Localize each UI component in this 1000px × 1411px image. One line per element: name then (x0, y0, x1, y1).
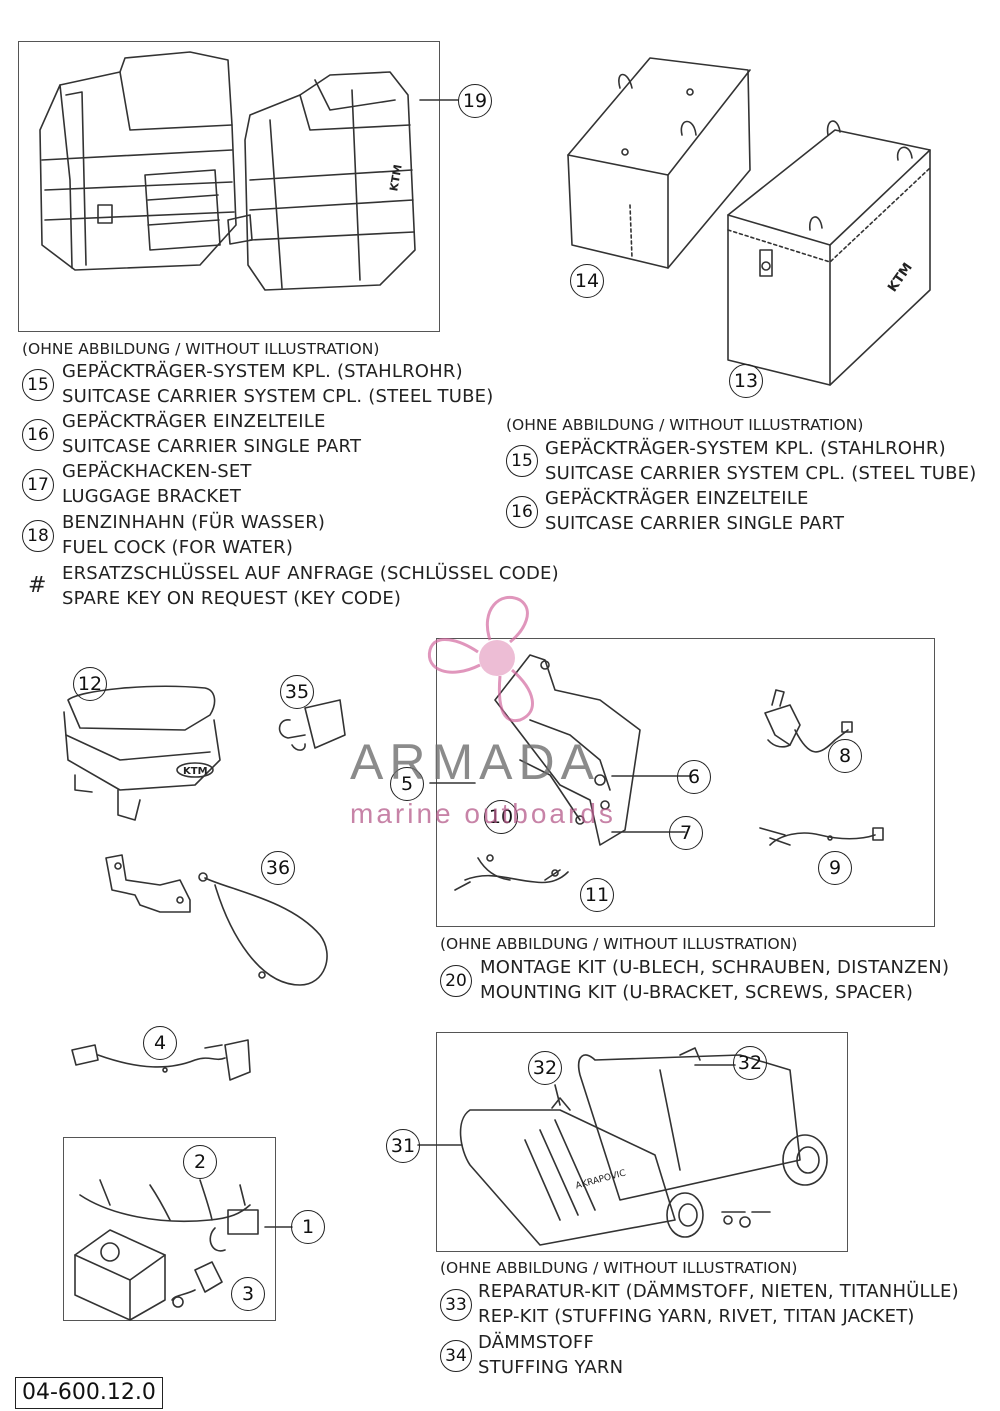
callout-8: 8 (828, 739, 862, 773)
legend-exhaust-en-2: STUFFING YARN (478, 1357, 624, 1378)
wire-harness-9 (759, 827, 884, 846)
legend-left-num-4: 18 (22, 520, 54, 552)
legend-right-de-2: GEPÄCKTRÄGER EINZELTEILE (545, 488, 809, 509)
plastic-pannier-right (227, 71, 416, 291)
legend-left-en-4: FUEL COCK (FOR WATER) (62, 537, 294, 558)
legend-right-de-1: GEPÄCKTRÄGER-SYSTEM KPL. (STAHLROHR) (545, 438, 946, 459)
aluminium-case-13 (727, 120, 931, 386)
legend-left-en-3: LUGGAGE BRACKET (62, 486, 242, 507)
callout-1: 1 (291, 1210, 325, 1244)
callout-7: 7 (669, 816, 703, 850)
legend-left-en-5: SPARE KEY ON REQUEST (KEY CODE) (62, 588, 402, 609)
document-number: 04-600.12.0 (15, 1377, 163, 1409)
legend-left-de-4: BENZINHAHN (FÜR WASSER) (62, 512, 326, 533)
legend-left-num-2: 16 (22, 419, 54, 451)
legend-left-num-1: 15 (22, 369, 54, 401)
legend-left-de-1: GEPÄCKTRÄGER-SYSTEM KPL. (STAHLROHR) (62, 361, 463, 382)
watermark-title: ARMADA (350, 734, 600, 790)
legend-left-de-5: ERSATZSCHLÜSSEL AUF ANFRAGE (SCHLÜSSEL C… (62, 563, 559, 584)
legend-right-en-2: SUITCASE CARRIER SINGLE PART (545, 513, 845, 534)
legend-left-de-2: GEPÄCKTRÄGER EINZELTEILE (62, 411, 326, 432)
exhaust-frame (436, 1032, 848, 1252)
silencer-front (459, 1097, 704, 1246)
legend-right-en-1: SUITCASE CARRIER SYSTEM CPL. (STEEL TUBE… (545, 463, 977, 484)
key-sleeve (278, 699, 346, 751)
legend-left-num-3: 17 (22, 469, 54, 501)
legend-right-note: (OHNE ABBILDUNG / WITHOUT ILLUSTRATION) (506, 416, 864, 434)
plastic-pannier-left (39, 51, 237, 271)
panniers-frame (18, 41, 440, 332)
callout-10: 10 (484, 800, 518, 834)
ktm-logo-tankbag: KTM (183, 766, 208, 777)
callout-32-front: 32 (528, 1051, 562, 1085)
remote (171, 1261, 223, 1308)
legend-exhaust-note: (OHNE ABBILDUNG / WITHOUT ILLUSTRATION) (440, 1259, 798, 1277)
aluminium-case-14 (567, 57, 751, 269)
legend-right-num-2: 16 (506, 496, 538, 528)
legend-exhaust-de-1: REPARATUR-KIT (DÄMMSTOFF, NIETEN, TITANH… (478, 1281, 959, 1302)
callout-6: 6 (677, 760, 711, 794)
legend-left-en-2: SUITCASE CARRIER SINGLE PART (62, 436, 362, 457)
callout-14: 14 (570, 264, 604, 298)
callout-12: 12 (73, 667, 107, 701)
callout-31: 31 (386, 1129, 420, 1163)
legend-mounting-de: MONTAGE KIT (U-BLECH, SCHRAUBEN, DISTANZ… (480, 957, 950, 978)
callout-36: 36 (261, 851, 295, 885)
callout-19: 19 (458, 84, 492, 118)
legend-mounting-en: MOUNTING KIT (U-BRACKET, SCREWS, SPACER) (480, 982, 914, 1003)
exhaust-fasteners (721, 1211, 771, 1228)
wire-harness-11 (454, 854, 569, 891)
callout-2: 2 (183, 1145, 217, 1179)
legend-left-num-5: # (28, 573, 47, 598)
legend-left-de-3: GEPÄCKHACKEN-SET (62, 461, 252, 482)
legend-exhaust-num-2: 34 (440, 1340, 472, 1372)
bracket-and-cable (105, 854, 328, 986)
callout-13: 13 (729, 364, 763, 398)
silencer-rear (577, 1047, 828, 1201)
legend-exhaust-en-1: REP-KIT (STUFFING YARN, RIVET, TITAN JAC… (478, 1306, 915, 1327)
legend-exhaust-num-1: 33 (440, 1289, 472, 1321)
charger (71, 1039, 251, 1081)
legend-left-note: (OHNE ABBILDUNG / WITHOUT ILLUSTRATION) (22, 340, 380, 358)
legend-left-en-1: SUITCASE CARRIER SYSTEM CPL. (STEEL TUBE… (62, 386, 494, 407)
callout-9: 9 (818, 851, 852, 885)
alarm-harness (79, 1179, 259, 1252)
callout-3: 3 (231, 1277, 265, 1311)
callout-35: 35 (280, 675, 314, 709)
legend-right-num-1: 15 (506, 445, 538, 477)
callout-4: 4 (143, 1026, 177, 1060)
legend-exhaust-de-2: DÄMMSTOFF (478, 1332, 595, 1353)
alarm-unit (74, 1229, 166, 1321)
legend-mounting-num: 20 (440, 965, 472, 997)
callout-5: 5 (390, 767, 424, 801)
legend-mounting-note: (OHNE ABBILDUNG / WITHOUT ILLUSTRATION) (440, 935, 798, 953)
watermark-subtitle: marine outboards (350, 798, 616, 829)
callout-32-rear: 32 (733, 1046, 767, 1080)
callout-11: 11 (580, 878, 614, 912)
fuel-cock (764, 689, 853, 753)
